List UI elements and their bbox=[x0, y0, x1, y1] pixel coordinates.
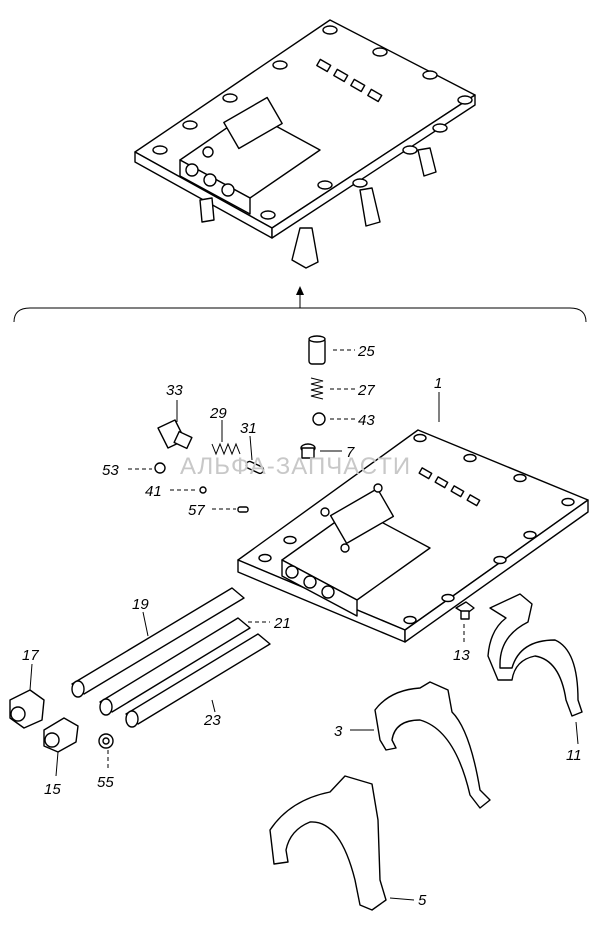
callout-31: 31 bbox=[240, 420, 257, 437]
fork-3 bbox=[374, 681, 491, 809]
callout-27: 27 bbox=[357, 382, 375, 399]
fork-11 bbox=[487, 593, 583, 717]
callout-21: 21 bbox=[273, 615, 291, 632]
washer-53 bbox=[154, 462, 166, 474]
callout-3: 3 bbox=[334, 723, 343, 740]
cover-part-1 bbox=[237, 429, 589, 643]
head-15 bbox=[43, 717, 79, 753]
ball-41 bbox=[199, 486, 207, 494]
callout-5: 5 bbox=[418, 892, 427, 909]
fork-5 bbox=[269, 775, 387, 911]
callout-17: 17 bbox=[22, 647, 39, 664]
callout-15: 15 bbox=[44, 781, 61, 798]
callout-23: 23 bbox=[203, 712, 221, 729]
watermark: АЛЬФА-ЗАПЧАСТИ bbox=[180, 453, 411, 480]
callout-43: 43 bbox=[358, 412, 375, 429]
ball-43 bbox=[312, 412, 326, 426]
callout-13: 13 bbox=[453, 647, 470, 664]
callout-11: 11 bbox=[566, 747, 582, 764]
pin-57 bbox=[237, 506, 249, 513]
ring-55-inner bbox=[102, 737, 110, 745]
rod-23 bbox=[125, 633, 271, 728]
callout-53: 53 bbox=[102, 462, 119, 479]
rod-19 bbox=[71, 587, 245, 698]
exploded-view-bracket bbox=[13, 286, 587, 323]
callout-25: 25 bbox=[357, 343, 375, 360]
callout-7: 7 bbox=[346, 444, 355, 461]
callout-labels: 25 27 43 1 33 29 31 7 53 41 57 19 21 17 … bbox=[22, 343, 582, 909]
pin-25 bbox=[308, 335, 326, 365]
callout-1: 1 bbox=[434, 375, 442, 392]
plug-7 bbox=[300, 443, 316, 459]
head-17 bbox=[9, 689, 45, 729]
rod-21 bbox=[99, 617, 251, 716]
bolt-13 bbox=[455, 601, 475, 620]
pin-31 bbox=[245, 460, 265, 475]
plug-33 bbox=[157, 419, 193, 450]
callout-41: 41 bbox=[145, 483, 162, 500]
callout-55: 55 bbox=[97, 774, 114, 791]
callout-57: 57 bbox=[188, 502, 205, 519]
leader-lines bbox=[29, 349, 579, 901]
callout-19: 19 bbox=[132, 596, 149, 613]
spring-27 bbox=[310, 377, 324, 400]
assembled-cover-illustration bbox=[134, 19, 476, 269]
spring-29 bbox=[211, 442, 241, 456]
callout-33: 33 bbox=[166, 382, 183, 399]
callout-29: 29 bbox=[209, 405, 227, 422]
